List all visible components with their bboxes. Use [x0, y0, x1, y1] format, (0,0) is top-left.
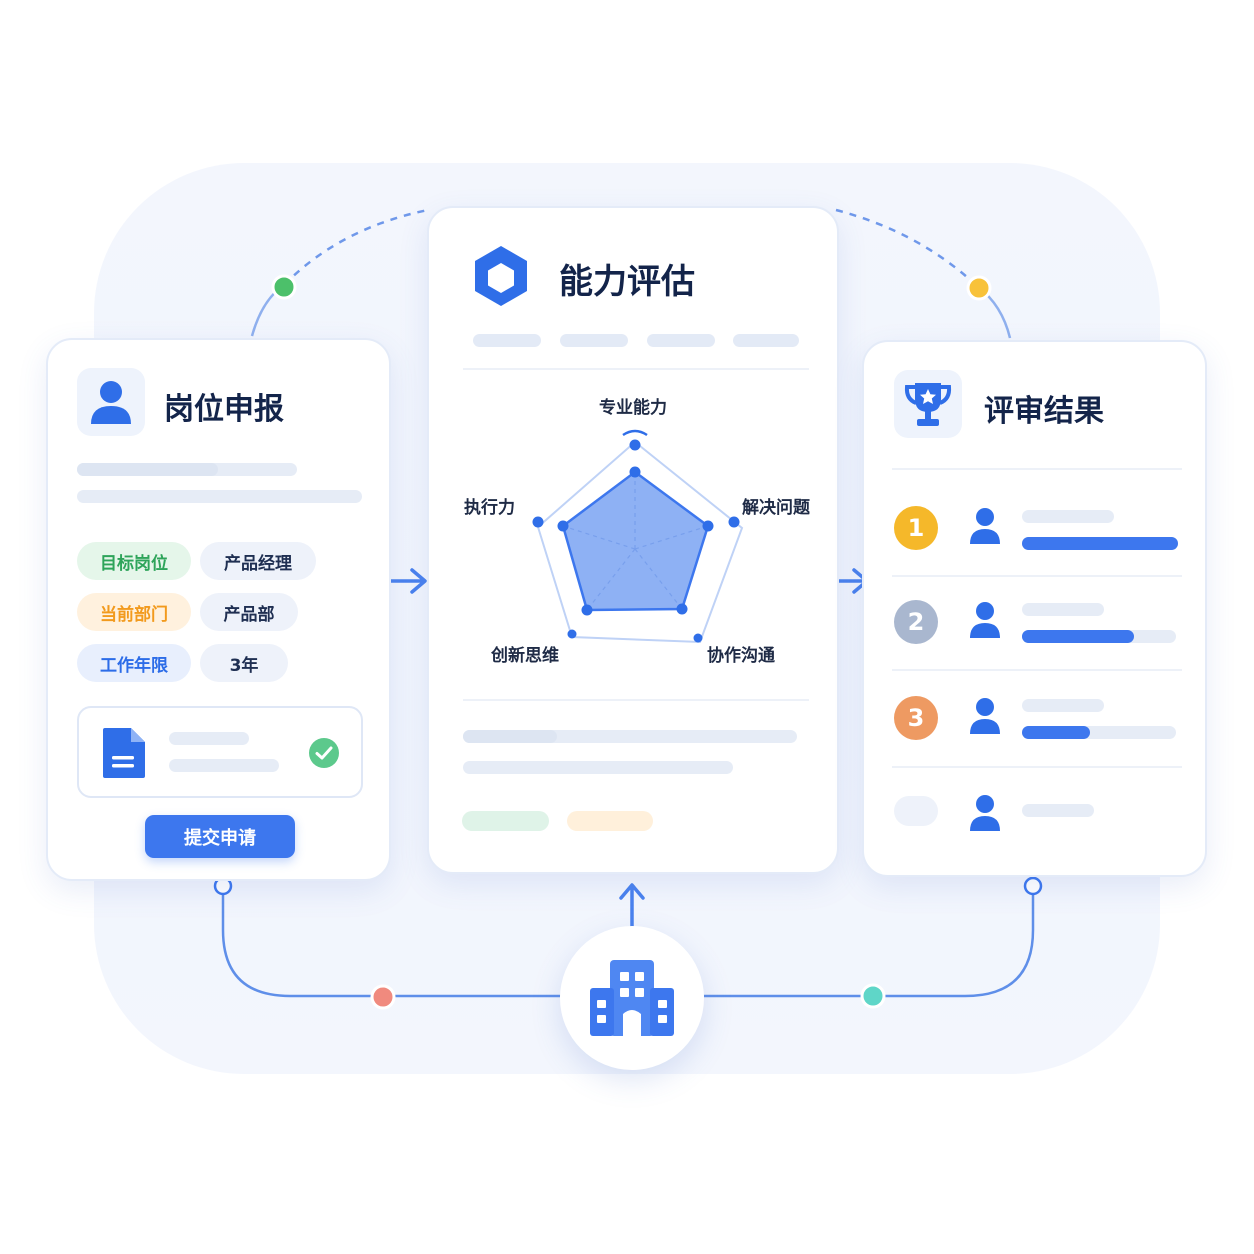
card-title: 评审结果: [984, 394, 1104, 429]
radar-point: [557, 520, 569, 532]
medal-gold-icon: 1: [894, 506, 938, 550]
radar-label-problem-solving: 解决问题: [742, 498, 810, 518]
divider: [463, 368, 809, 370]
radar-axis-end: [693, 633, 703, 643]
placeholder-bar: [1022, 699, 1104, 712]
radar-chart: [532, 429, 744, 644]
attachment-box[interactable]: [77, 706, 363, 798]
radar-outer-ring: [536, 440, 744, 644]
building-icon: [590, 960, 674, 1036]
field-value-current-department[interactable]: 产品部: [200, 593, 298, 631]
divider: [892, 669, 1182, 671]
tab-placeholder[interactable]: [473, 334, 541, 347]
field-value-years-of-work[interactable]: 3年: [200, 644, 288, 682]
radar-label-professional: 专业能力: [599, 398, 667, 418]
placeholder-bar: [77, 490, 362, 503]
tab-placeholder[interactable]: [560, 334, 628, 347]
score-fill: [1022, 537, 1178, 550]
user-avatar-icon: [970, 602, 1000, 638]
radar-label-innovation: 创新思维: [491, 646, 559, 666]
radar-point: [629, 466, 641, 478]
card-title: 能力评估: [559, 262, 695, 302]
medal-silver-icon: 2: [894, 600, 938, 644]
card-title: 岗位申报: [164, 392, 284, 427]
radar-axis-end: [567, 629, 577, 639]
placeholder-bar: [463, 730, 797, 743]
user-avatar-icon: [970, 795, 1000, 831]
radar-point: [581, 604, 593, 616]
score-fill: [1022, 630, 1135, 643]
score-progress-bar: [1022, 630, 1176, 643]
check-circle-icon: [309, 738, 339, 768]
tab-placeholder[interactable]: [647, 334, 715, 347]
radar-axis-end: [532, 516, 544, 528]
radar-point: [702, 520, 714, 532]
review-results-card: 评审结果 1 2 3: [862, 340, 1207, 877]
submit-application-button[interactable]: 提交申请: [145, 815, 295, 858]
tag-placeholder-green: [462, 811, 549, 831]
score-fill: [1022, 726, 1090, 739]
placeholder-bar: [1022, 804, 1094, 817]
score-progress-bar: [1022, 726, 1176, 739]
divider: [892, 575, 1182, 577]
tab-placeholder[interactable]: [733, 334, 799, 347]
placeholder-bar: [169, 732, 249, 745]
radar-label-collaboration: 协作沟通: [707, 646, 775, 666]
user-avatar-icon: [970, 508, 1000, 544]
connector-node: [1023, 876, 1043, 896]
field-value-target-position[interactable]: 产品经理: [200, 542, 316, 580]
radar-label-execution: 执行力: [464, 498, 515, 518]
organization-hub[interactable]: [560, 926, 704, 1070]
ability-assessment-card: 能力评估 专业能力 解决问题 协作沟通 创新思维: [427, 206, 839, 874]
document-icon: [103, 728, 145, 778]
radar-axis-end: [629, 439, 641, 451]
placeholder-bar: [1022, 603, 1104, 616]
tag-placeholder-orange: [567, 811, 653, 831]
radar-axis-end: [728, 516, 740, 528]
medal-placeholder: [894, 796, 938, 826]
hexagon-icon: [475, 246, 527, 306]
placeholder-bar: [169, 759, 279, 772]
divider: [463, 699, 809, 701]
rank-row-2[interactable]: 2: [864, 575, 1205, 671]
user-avatar-icon: [970, 698, 1000, 734]
medal-bronze-icon: 3: [894, 696, 938, 740]
placeholder-bar: [77, 463, 297, 476]
status-dot-red: [370, 984, 396, 1010]
rank-row-4[interactable]: [864, 766, 1205, 862]
placeholder-bar: [463, 761, 733, 774]
placeholder-bar: [1022, 510, 1114, 523]
divider: [892, 468, 1182, 470]
status-dot-teal: [860, 983, 886, 1009]
field-label-target-position: 目标岗位: [77, 542, 191, 580]
arrow-up-icon: [619, 883, 645, 928]
trophy-icon: [894, 370, 962, 438]
user-icon: [77, 368, 145, 436]
radar-point: [676, 603, 688, 615]
status-dot-green: [271, 274, 297, 300]
rank-row-3[interactable]: 3: [864, 669, 1205, 765]
score-progress-bar: [1022, 537, 1178, 550]
divider: [892, 766, 1182, 768]
rank-row-1[interactable]: 1: [864, 479, 1205, 575]
position-application-card: 岗位申报 目标岗位 产品经理 当前部门 产品部 工作年限 3年 提交申请: [46, 338, 391, 881]
status-dot-yellow: [966, 275, 992, 301]
field-label-current-department: 当前部门: [77, 593, 191, 631]
field-label-years-of-work: 工作年限: [77, 644, 191, 682]
